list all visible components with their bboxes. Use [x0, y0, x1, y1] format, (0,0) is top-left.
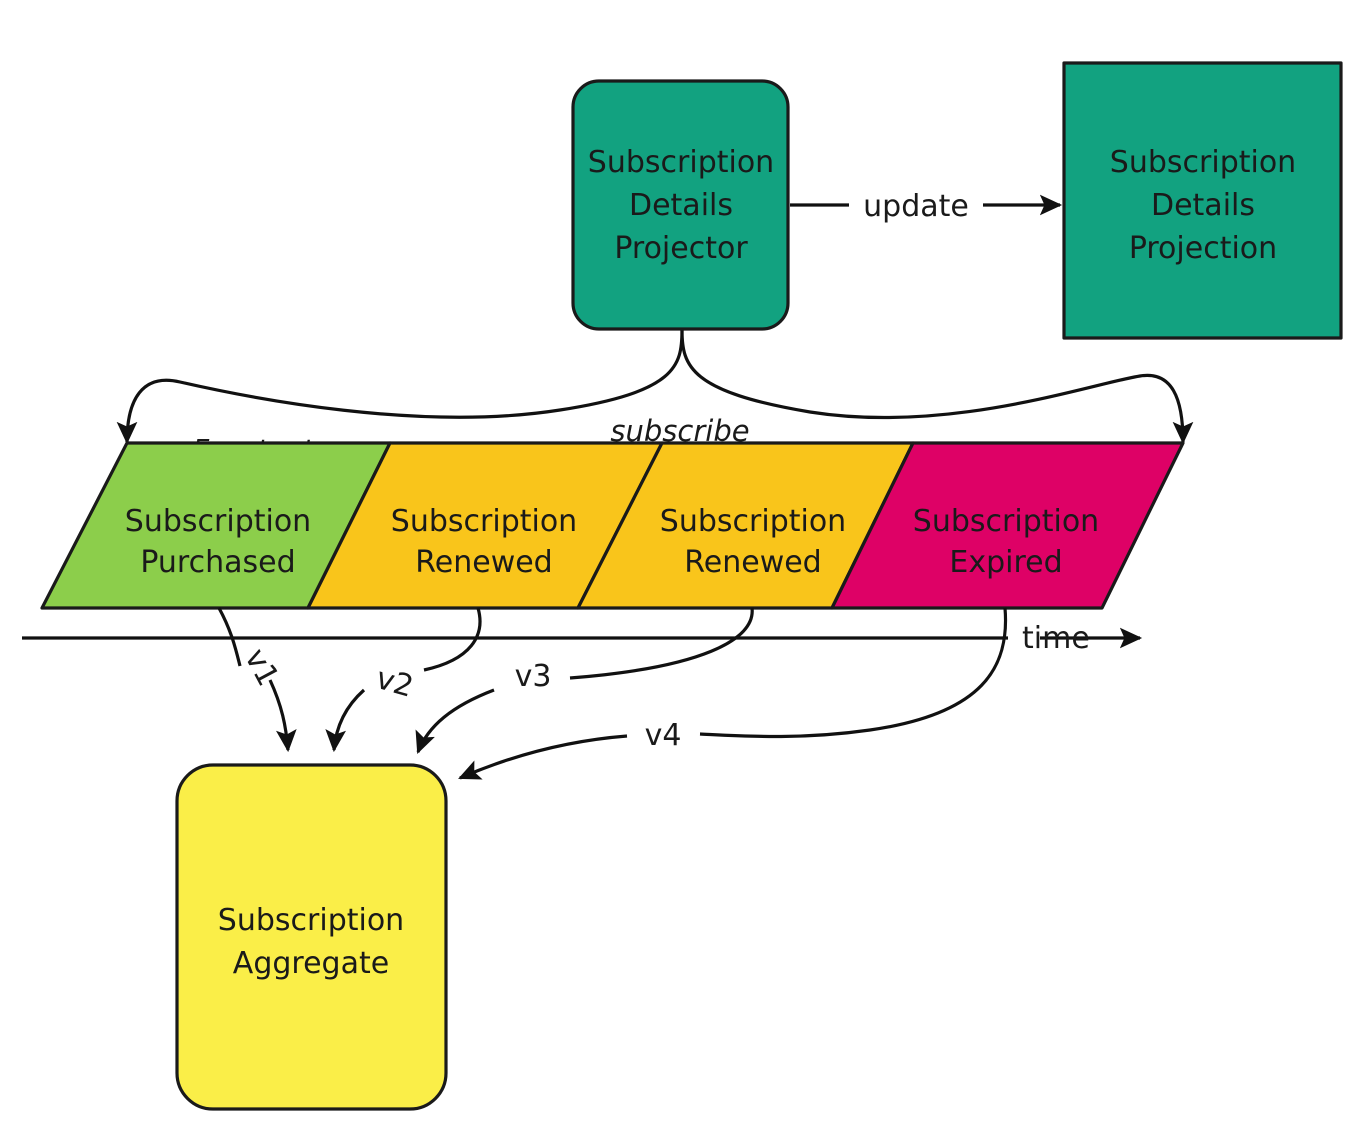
event-2-label-line-2: Renewed	[415, 545, 552, 580]
aggregate-label-line-1: Subscription	[218, 903, 404, 938]
version-edge-v4-lower	[458, 734, 628, 780]
version-edge-v1-lower	[268, 679, 297, 753]
aggregate-box[interactable]	[175, 763, 448, 1111]
subscribe-edge-right	[680, 329, 1194, 445]
version-label-v3: v3	[515, 659, 552, 694]
version-label-v1: v1	[237, 643, 285, 692]
version-edge-v2-lower	[325, 688, 366, 753]
aggregate-label-line-2: Aggregate	[233, 946, 389, 981]
event-4-label-line-1: Subscription	[913, 504, 1099, 539]
version-label-v4: v4	[645, 718, 682, 753]
time-axis: time	[22, 621, 1143, 656]
projection-label-line-3: Projection	[1129, 231, 1277, 266]
projector-label-line-1: Subscription	[588, 145, 774, 180]
node-subscription-details-projector[interactable]: Subscription Details Projector	[571, 79, 790, 331]
version-edge-v3-lower	[415, 688, 495, 754]
version-edges: v1 v2 v3 v4	[217, 607, 1008, 780]
event-2-label-line-1: Subscription	[391, 504, 577, 539]
time-axis-label: time	[1022, 621, 1090, 656]
projector-box[interactable]	[571, 79, 790, 331]
subscribe-edge-left	[116, 329, 684, 445]
projector-label-line-3: Projector	[614, 231, 748, 266]
event-subscription-expired[interactable]: Subscription Expired	[830, 441, 1185, 610]
event-subscription-renewed-2[interactable]: Subscription Renewed	[576, 441, 915, 610]
node-subscription-details-projection[interactable]: Subscription Details Projection	[1062, 61, 1343, 340]
version-edge-v4-upper	[699, 607, 1008, 739]
node-subscription-aggregate[interactable]: Subscription Aggregate	[175, 763, 448, 1111]
projection-label-line-1: Subscription	[1110, 145, 1296, 180]
subscribe-edge-group: subscribe	[116, 329, 1194, 448]
version-label-v2: v2	[372, 661, 417, 705]
event-4-shape[interactable]	[830, 441, 1185, 610]
events-stream: Subscription Purchased Subscription Rene…	[40, 441, 1185, 610]
event-4-label-line-2: Expired	[949, 545, 1062, 580]
projection-box[interactable]	[1062, 61, 1343, 340]
event-1-label-line-2: Purchased	[140, 545, 295, 580]
update-edge-group: update	[790, 189, 1063, 224]
version-edge-v2-upper	[423, 607, 482, 672]
projection-label-line-2: Details	[1151, 188, 1255, 223]
version-edge-v3-upper	[569, 607, 754, 680]
version-edge-v1-upper	[217, 607, 242, 667]
update-edge-label: update	[863, 189, 969, 224]
event-3-label-line-2: Renewed	[684, 545, 821, 580]
projector-label-line-2: Details	[629, 188, 733, 223]
event-3-label-line-1: Subscription	[660, 504, 846, 539]
event-1-label-line-1: Subscription	[125, 504, 311, 539]
